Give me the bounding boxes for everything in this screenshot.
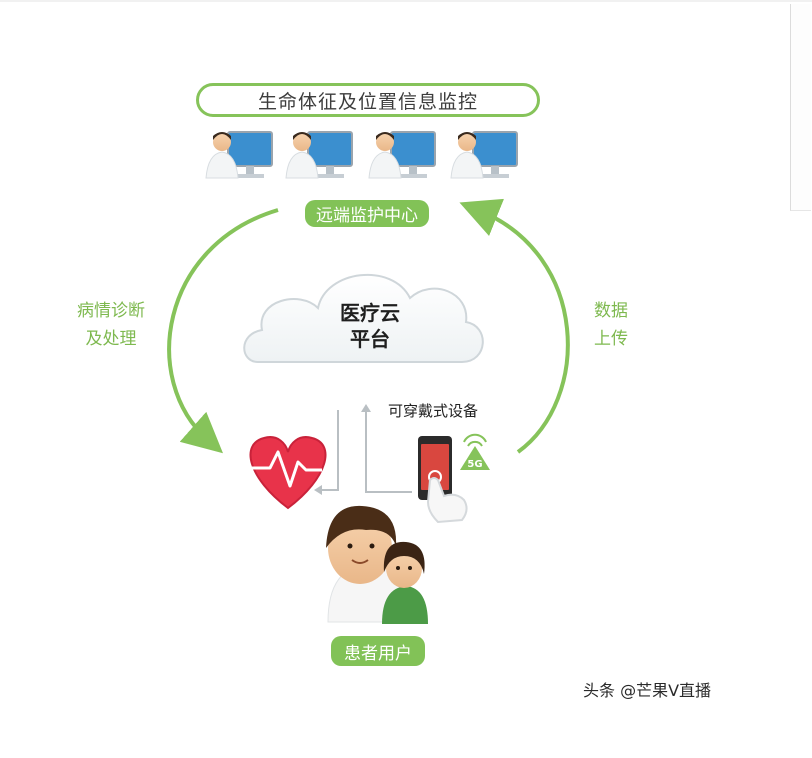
upload-label: 数据 上传 [570, 297, 652, 353]
upload-arrow [459, 198, 570, 454]
monitoring-center-label: 远端监护中心 [305, 200, 429, 227]
monitoring-title: 生命体征及位置信息监控 [196, 83, 540, 117]
diagnosis-label: 病情诊断 及处理 [70, 297, 152, 353]
signal-icon: 5G [460, 433, 490, 470]
upload-label-line: 上传 [594, 329, 628, 349]
network-badge-text: 5G [467, 459, 482, 470]
cloud-platform-label: 医疗云 平台 [320, 300, 420, 352]
cloud-label-line: 医疗云 [340, 301, 400, 325]
connector-arrows [314, 404, 412, 495]
doctor-computer-icon [285, 131, 353, 179]
family-icon [326, 505, 428, 624]
cloud-icon [243, 273, 484, 363]
wearable-device-label: 可穿戴式设备 [388, 402, 479, 420]
hand-icon [426, 477, 468, 524]
side-panel-edge [790, 4, 811, 211]
doctor-computer-icon [205, 131, 273, 179]
doctor-computer-icon [368, 131, 436, 179]
diagnosis-label-line: 及处理 [85, 329, 137, 349]
watermark: 头条 @芒果V直播 [583, 681, 712, 700]
diagnosis-arrow [167, 208, 279, 454]
heart-icon [249, 436, 327, 510]
cloud-label-line: 平台 [350, 327, 390, 351]
phone-icon [418, 436, 452, 500]
patient-user-label: 患者用户 [331, 636, 425, 666]
doctor-computer-icon [450, 131, 518, 179]
upload-label-line: 数据 [594, 301, 628, 321]
top-border [0, 0, 812, 2]
diagnosis-label-line: 病情诊断 [77, 301, 145, 321]
